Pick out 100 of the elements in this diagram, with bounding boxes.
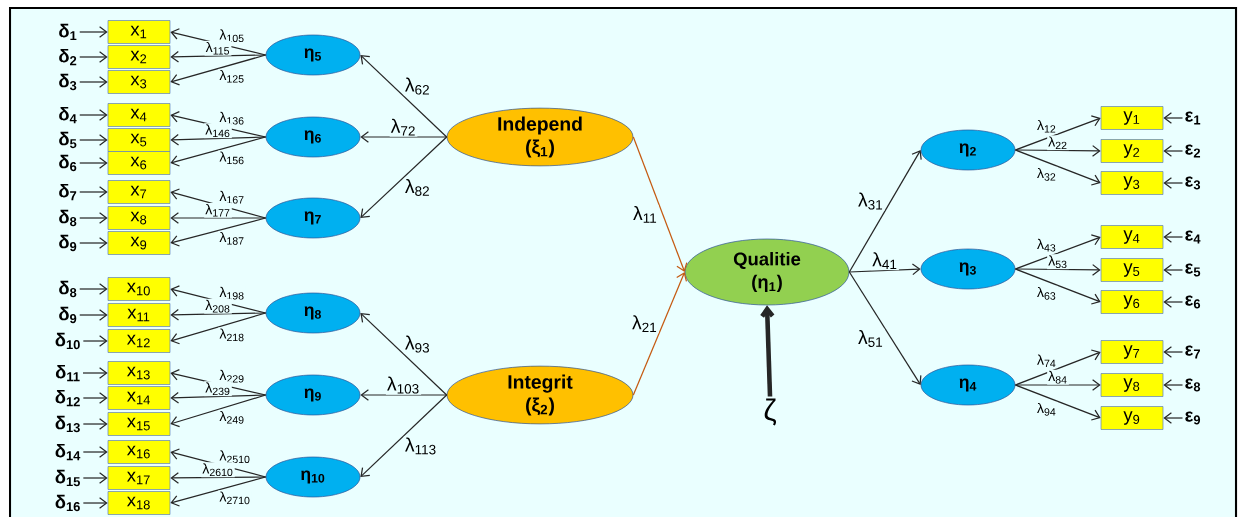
error-label: δ$_{11}$ — [55, 364, 80, 382]
edge-label: λ$_{74}$ — [1035, 353, 1058, 369]
indicator-box: x$_{6}$ — [107, 151, 171, 175]
arrow — [170, 136, 267, 167]
edge-label: λ$_{22}$ — [1047, 135, 1069, 151]
indicator-box: x$_{13}$ — [107, 361, 171, 385]
arrow — [1163, 379, 1184, 391]
indicator-box: x$_{4}$ — [107, 103, 171, 127]
indicator-box: y$_{2}$ — [1100, 139, 1164, 163]
arrow — [170, 54, 267, 86]
edge-label: λ$_{156}$ — [218, 150, 246, 166]
error-label: δ$_{4}$ — [59, 106, 77, 124]
arrow — [848, 150, 922, 273]
arrow — [1163, 296, 1184, 308]
edge-label: λ$_{21}$ — [630, 314, 659, 334]
indicator-box: x$_{5}$ — [107, 128, 171, 152]
arrow — [1014, 264, 1101, 276]
arrow — [170, 394, 267, 428]
error-label: ε$_{4}$ — [1185, 230, 1201, 244]
error-label: δ$_{13}$ — [55, 415, 80, 433]
error-label: δ$_{14}$ — [55, 443, 81, 461]
arrow — [79, 186, 108, 198]
arrow — [1014, 234, 1101, 270]
arrow — [1163, 112, 1184, 124]
arrow — [1163, 231, 1184, 243]
arrow — [360, 313, 448, 396]
arrow — [82, 472, 108, 484]
edge-label: λ$_{2610}$ — [201, 462, 235, 478]
arrow — [1163, 145, 1184, 157]
indicator-box: y$_{8}$ — [1100, 373, 1164, 397]
arrow — [1163, 412, 1184, 424]
arrow — [360, 394, 448, 477]
arrow — [1014, 349, 1101, 386]
arrow — [632, 272, 688, 396]
error-label: δ$_{7}$ — [59, 183, 77, 201]
indicator-box: y$_{1}$ — [1100, 106, 1164, 130]
arrow — [82, 446, 108, 458]
error-label: δ$_{16}$ — [55, 494, 80, 512]
arrow — [1163, 346, 1184, 358]
disturbance-label: ζ — [764, 398, 776, 426]
indicator-box: x$_{16}$ — [107, 440, 171, 464]
arrow — [170, 391, 267, 404]
arrow — [79, 76, 108, 88]
error-label: δ$_{9}$ — [59, 306, 77, 324]
arrow — [360, 131, 448, 143]
arrow — [1163, 264, 1184, 276]
indicator-box: x$_{7}$ — [107, 180, 171, 204]
error-label: ε$_{8}$ — [1185, 378, 1201, 392]
arrow — [79, 157, 108, 169]
indicator-box: x$_{18}$ — [107, 491, 171, 515]
error-label: δ$_{8}$ — [59, 280, 77, 298]
error-label: ε$_{6}$ — [1185, 295, 1201, 309]
error-label: ε$_{3}$ — [1185, 176, 1201, 190]
indicator-box: y$_{5}$ — [1100, 258, 1164, 282]
arrow — [82, 392, 108, 404]
arrow — [1014, 145, 1101, 157]
error-label: ε$_{9}$ — [1185, 411, 1201, 425]
arrow — [1014, 384, 1101, 421]
arrow — [79, 26, 108, 38]
arrow — [1014, 268, 1101, 305]
arrow — [1014, 115, 1101, 151]
arrow — [170, 308, 267, 321]
indicator-box: x$_{1}$ — [107, 20, 171, 44]
arrow — [360, 389, 448, 401]
indicator-box: x$_{12}$ — [107, 329, 171, 353]
arrow — [848, 271, 922, 385]
arrow — [170, 312, 267, 345]
error-label: ε$_{2}$ — [1185, 144, 1201, 158]
arrow — [170, 50, 267, 63]
arrow — [79, 134, 108, 146]
arrow — [82, 335, 108, 347]
edge-label: λ$_{53}$ — [1047, 254, 1069, 270]
indicator-box: x$_{11}$ — [107, 303, 171, 327]
arrow — [82, 367, 108, 379]
error-label: δ$_{1}$ — [59, 23, 77, 41]
arrow — [848, 263, 921, 276]
arrow — [79, 309, 108, 321]
indicator-box: x$_{14}$ — [107, 386, 171, 410]
indicator-box: x$_{15}$ — [107, 412, 171, 436]
indicator-box: y$_{4}$ — [1100, 225, 1164, 249]
error-label: δ$_{3}$ — [59, 73, 77, 91]
indicator-box: x$_{17}$ — [107, 466, 171, 490]
arrow — [170, 133, 267, 146]
arrow — [170, 212, 267, 224]
arrow — [632, 136, 688, 272]
indicator-box: x$_{2}$ — [107, 45, 171, 69]
arrow — [170, 472, 267, 484]
edge-label: λ$_{218}$ — [218, 327, 246, 343]
arrow — [170, 217, 267, 247]
error-label: ε$_{1}$ — [1185, 111, 1201, 125]
indicator-box: y$_{9}$ — [1100, 406, 1164, 430]
indicator-box: x$_{3}$ — [107, 70, 171, 94]
error-label: ε$_{5}$ — [1185, 263, 1201, 277]
error-label: δ$_{15}$ — [55, 469, 80, 487]
arrow — [360, 136, 448, 218]
indicator-box: x$_{9}$ — [107, 231, 171, 255]
arrow — [170, 476, 267, 507]
error-label: δ$_{12}$ — [55, 389, 80, 407]
arrow — [82, 497, 108, 509]
arrow — [1163, 177, 1184, 189]
